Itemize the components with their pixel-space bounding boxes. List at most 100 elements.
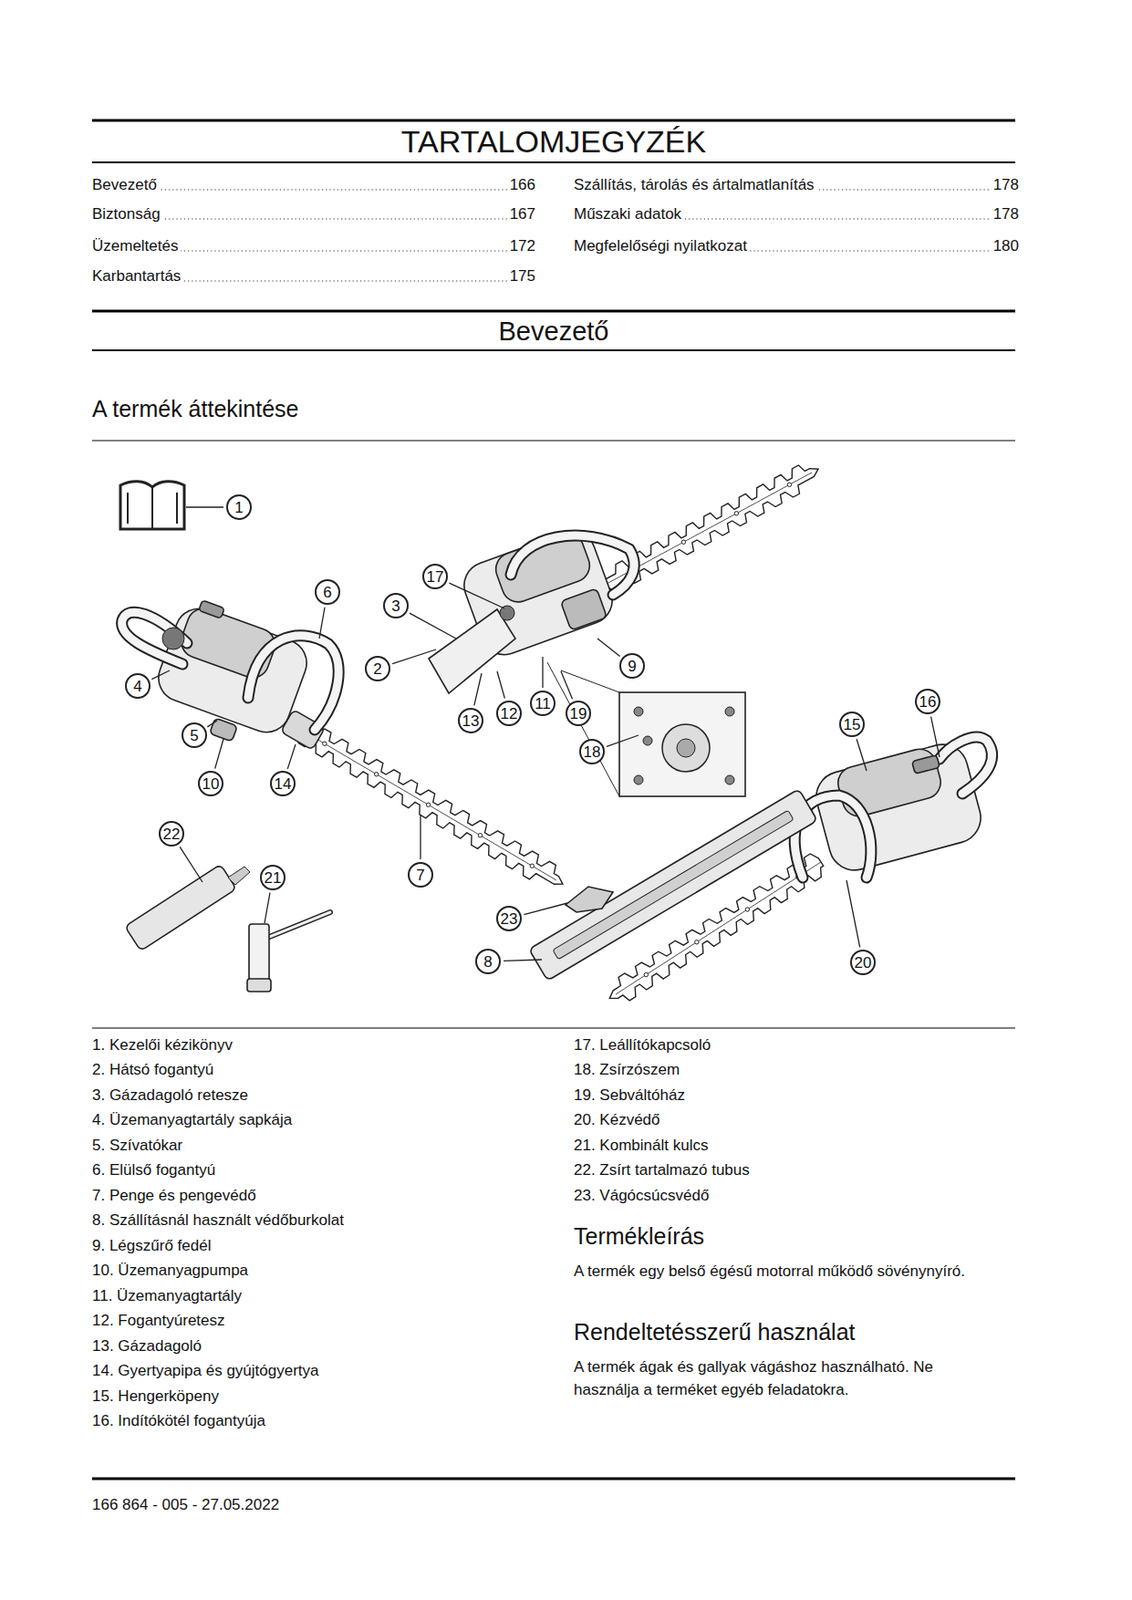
subheading: Rendeltetésszerű használat <box>573 1318 856 1346</box>
rear-handle <box>939 737 993 794</box>
page-title: TARTALOMJEGYZÉK <box>92 123 1016 160</box>
gear-cover <box>662 724 710 772</box>
inset-projection <box>547 662 620 797</box>
page-number: 178 <box>990 176 1019 195</box>
manual-book-icon <box>120 481 185 530</box>
callout-circle: 10 <box>197 770 224 797</box>
section-heading: Bevezető <box>280 315 828 348</box>
rule-line <box>92 310 1016 313</box>
part-list-item: 3. Gázadagoló retesze <box>92 1086 249 1105</box>
leader-line <box>207 720 218 727</box>
leader-line <box>419 814 421 860</box>
callout-circle: 21 <box>259 864 286 891</box>
rule-line <box>92 349 1016 352</box>
leader-line <box>409 612 457 639</box>
callout-circle: 8 <box>475 948 501 975</box>
callout-number: 10 <box>202 776 220 792</box>
part-list-item: 5. Szívatókar <box>92 1136 183 1155</box>
callout-circle: 18 <box>579 738 605 765</box>
callout-number: 18 <box>583 744 602 760</box>
rear-handle <box>122 612 187 665</box>
blade-rivet <box>745 907 749 912</box>
part-list-item: 23. Vágócsúcsvédő <box>573 1186 709 1205</box>
callout-number: 19 <box>570 706 588 722</box>
callout-number: 15 <box>843 716 862 733</box>
callout-number: 20 <box>854 955 873 971</box>
leader-line <box>846 880 861 947</box>
leader-line <box>474 673 482 706</box>
starter-grip <box>912 755 941 775</box>
part-list-item: 12. Fogantyúretesz <box>92 1311 226 1330</box>
wrench-socket <box>249 924 270 985</box>
part-list-item: 15. Hengerköpeny <box>92 1387 219 1406</box>
book-pages <box>127 487 177 530</box>
callout-number: 9 <box>627 658 636 675</box>
leader-line <box>151 670 170 680</box>
page-number: 180 <box>990 237 1019 256</box>
callout-circle: 19 <box>565 700 592 727</box>
callout-number: 21 <box>264 870 282 886</box>
body-text: A termék ágak és gallyak vágáshoz haszná… <box>573 1355 966 1402</box>
page-number: 167 <box>507 205 536 224</box>
leader-line <box>856 738 867 771</box>
gearbox-inset <box>619 692 746 797</box>
leader-line <box>319 607 325 639</box>
toc-entry: Szállítás, tárolás és ártalmatlanítás <box>573 176 818 195</box>
callout-number: 3 <box>391 598 400 614</box>
bolt <box>633 775 644 785</box>
toc-entry: Karbantartás <box>92 267 184 286</box>
callout-circle: 14 <box>270 770 296 797</box>
leader-line <box>392 649 437 665</box>
leader-line <box>264 893 271 924</box>
transport-guard <box>529 789 818 981</box>
leader-line <box>448 582 505 609</box>
toc-entry: Üzemeltetés <box>92 237 181 256</box>
rule-line <box>92 161 1016 164</box>
air-filter-cover <box>560 588 607 631</box>
cylinder-cover <box>834 745 945 821</box>
wrench-bar <box>262 912 331 940</box>
engine-body <box>810 738 987 876</box>
bolt <box>725 775 735 785</box>
front-handle <box>248 635 339 730</box>
page-number: 172 <box>507 237 536 256</box>
callout-number: 5 <box>189 727 198 744</box>
toc-entry: Biztonság <box>92 205 164 224</box>
rule-line <box>92 1028 1016 1029</box>
hedge-trimmer-drawing <box>120 465 993 1001</box>
callout-circle: 12 <box>496 700 522 727</box>
callout-number: 22 <box>163 826 181 842</box>
callout-number: 1 <box>234 499 243 516</box>
rule-line <box>92 440 1016 442</box>
toc-entry: Műszaki adatok <box>573 205 685 224</box>
callout-circle: 2 <box>364 655 391 682</box>
fuel-pump <box>209 717 239 742</box>
leader-line <box>541 656 543 688</box>
leader-line <box>215 738 224 769</box>
callout-circle: 16 <box>914 688 941 715</box>
callout-number: 17 <box>426 569 445 585</box>
part-list-item: 18. Zsírzószem <box>573 1060 680 1080</box>
callout-circle: 3 <box>383 592 409 619</box>
front-handle <box>248 635 339 730</box>
blade-rivet <box>681 540 686 544</box>
callout-number: 23 <box>500 911 519 927</box>
front-handle <box>510 535 634 595</box>
callout-circle: 9 <box>619 653 645 679</box>
cutting-blade <box>298 726 563 885</box>
toc-entry: Megfelelőségi nyilatkozat <box>573 237 750 256</box>
leader-line <box>503 959 542 961</box>
part-list-item: 1. Kezelői kézikönyv <box>92 1036 233 1055</box>
callout-circle: 23 <box>496 905 522 932</box>
page-number: 175 <box>507 267 536 286</box>
callout-circle: 13 <box>457 707 484 734</box>
callout-number: 8 <box>483 954 492 970</box>
leader-line <box>186 506 224 508</box>
rule-line <box>92 119 1016 123</box>
rear-handle <box>428 609 516 694</box>
leader-line <box>287 744 296 769</box>
callout-circle: 17 <box>422 563 448 590</box>
blade-rivet <box>734 511 738 516</box>
part-list-item: 4. Üzemanyagtartály sapkája <box>92 1111 292 1130</box>
